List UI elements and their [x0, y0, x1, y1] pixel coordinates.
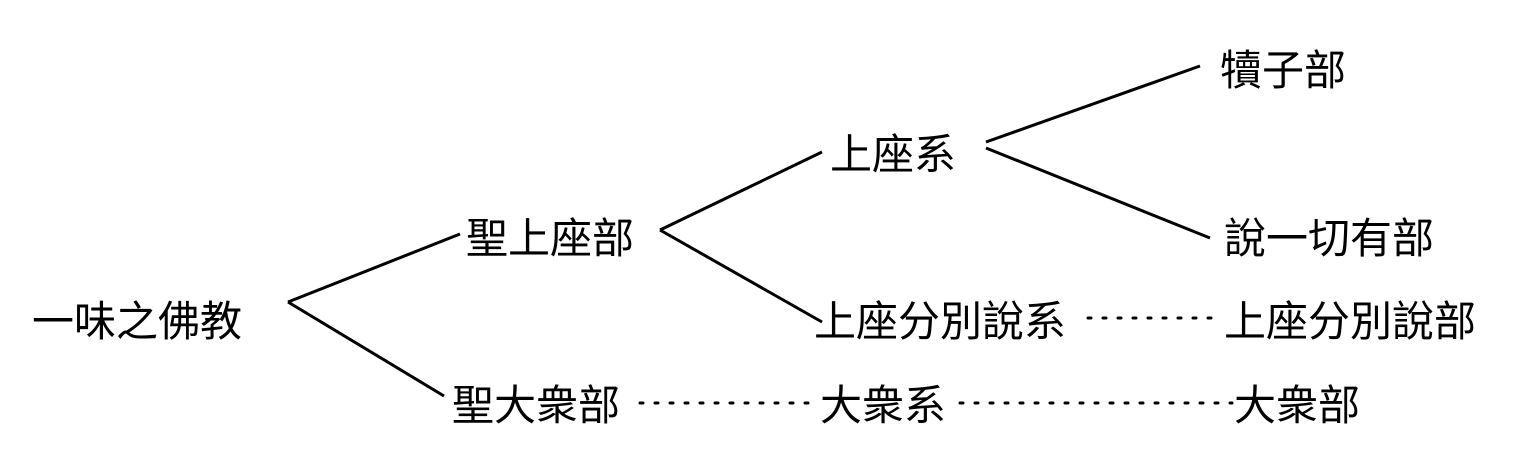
edge-sthavira-line-to-vatsiputriya: [985, 64, 1201, 144]
node-root: 一味之佛教: [32, 297, 243, 346]
node-sarvastivada: 說一切有部: [1224, 214, 1435, 263]
node-mahasanghika-school: 大衆部: [1234, 381, 1361, 430]
node-mahasanghika-line: 大衆系: [820, 381, 947, 430]
edge-root-to-mahasanghika: [287, 300, 445, 398]
node-vatsiputriya: 犢子部: [1220, 46, 1347, 95]
edge-sthavira-to-sthavira-line: [659, 150, 823, 232]
node-mahasanghika: 聖大衆部: [452, 381, 621, 430]
node-sthavira-line: 上座系: [830, 130, 957, 179]
node-vibhajjavada: 上座分別說部: [1224, 297, 1477, 346]
edge-sthavira-to-vibhajjavada-line: [659, 228, 823, 324]
edge-sthavira-line-to-sarvastivada: [985, 146, 1211, 240]
edge-root-to-sthavira: [287, 232, 461, 304]
node-vibhajjavada-line: 上座分別說系: [814, 297, 1067, 346]
node-sthavira: 聖上座部: [466, 214, 635, 263]
